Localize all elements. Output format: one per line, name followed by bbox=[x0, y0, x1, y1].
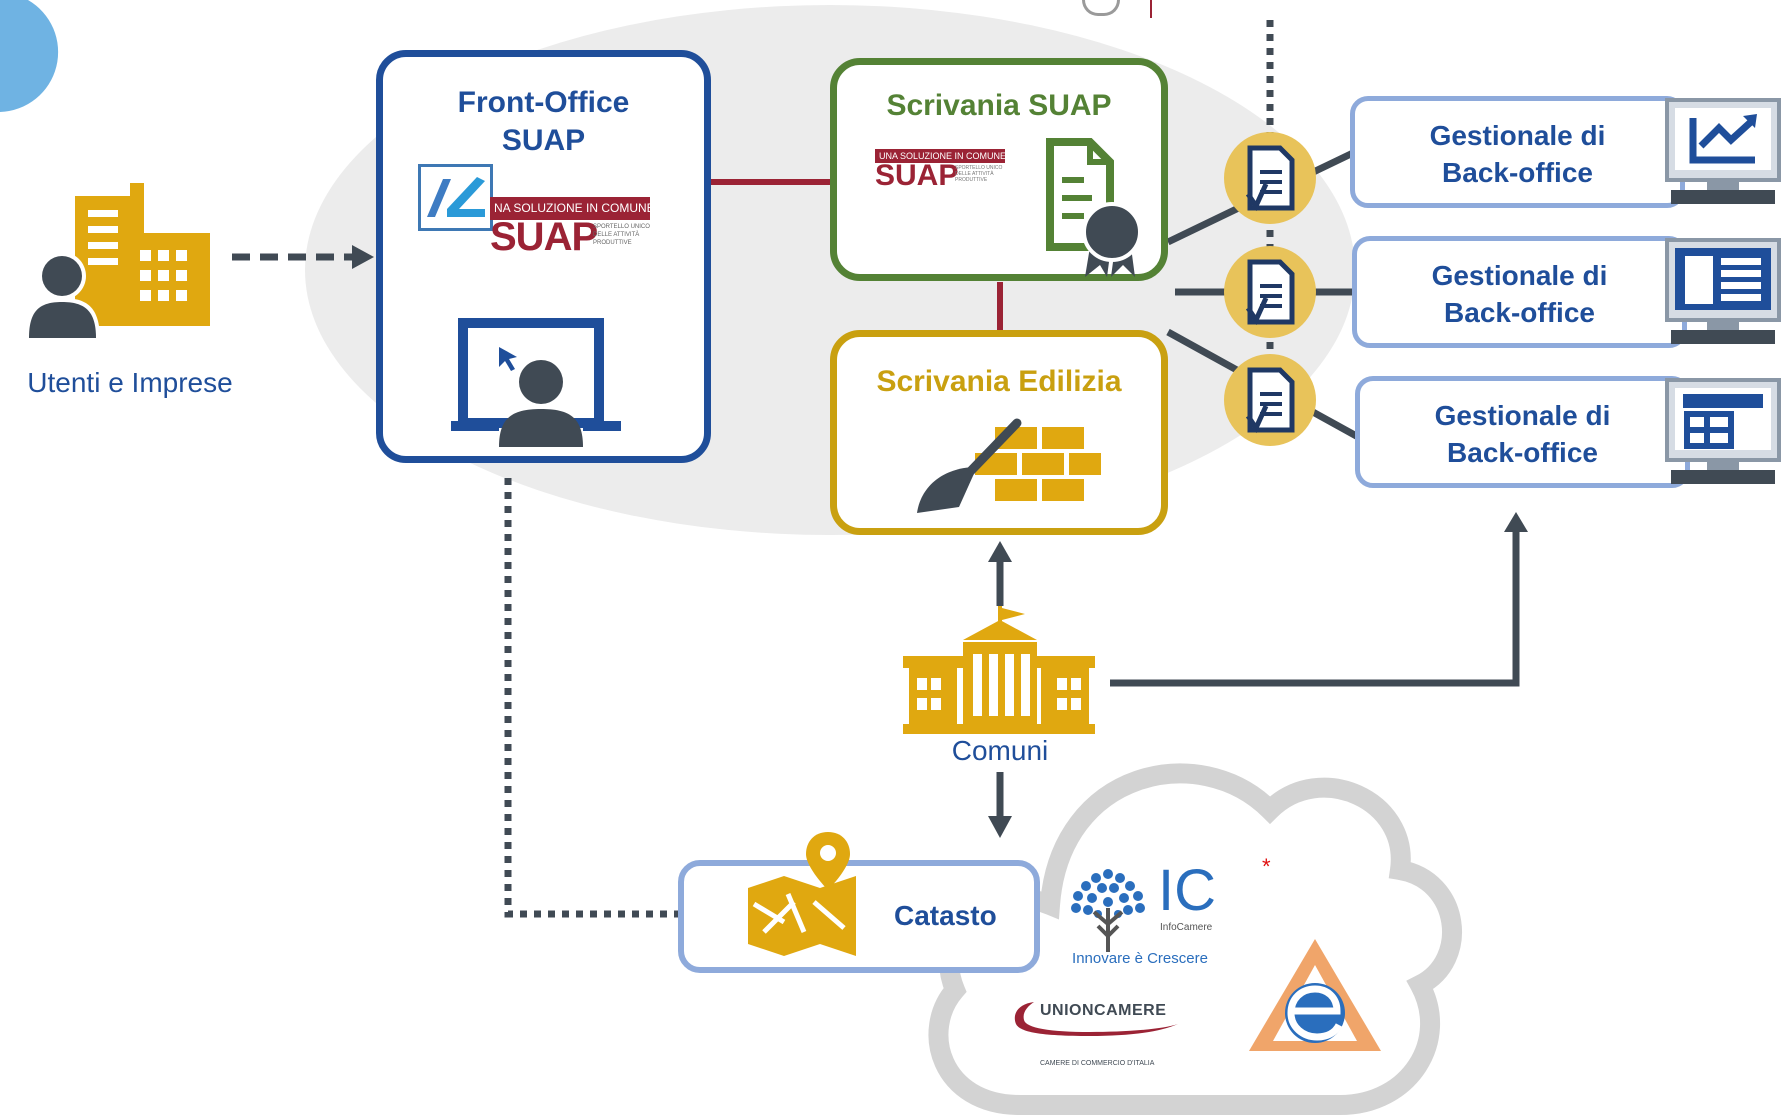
signed-document-icon bbox=[1224, 132, 1316, 224]
town-hall-icon bbox=[903, 606, 1095, 734]
document-monitor-icon bbox=[1665, 238, 1781, 344]
agenzia-entrate-logo-icon bbox=[1249, 939, 1381, 1051]
back-office-2-line2: Back-office bbox=[1444, 297, 1595, 328]
certificate-document-icon bbox=[1046, 138, 1142, 277]
comuni-label: Comuni bbox=[951, 735, 1049, 766]
scrivania-suap-logo-text: SUAP bbox=[875, 159, 959, 192]
front-office-title-line1: Front-Office bbox=[457, 86, 630, 119]
asterisk-mark: * bbox=[1262, 854, 1271, 879]
scrivania-edilizia-box[interactable]: Scrivania Edilizia bbox=[830, 330, 1168, 535]
front-office-box[interactable]: Front-Office SUAP NA SOLUZIONE IN COMUNE… bbox=[376, 50, 711, 463]
suap-logo-subtext: SPORTELLO UNICO DELLE ATTIVITÀ PRODUTTIV… bbox=[593, 224, 650, 246]
suap-logo-text: SUAP bbox=[490, 215, 598, 259]
infocamere-mark: IC bbox=[1158, 858, 1216, 923]
infocamere-tree-icon bbox=[1071, 869, 1145, 952]
table-monitor-icon bbox=[1665, 378, 1781, 484]
unioncamere-name: UNIONCAMERE bbox=[1040, 1002, 1167, 1019]
signed-document-icon bbox=[1224, 354, 1316, 446]
scrivania-suap-title: Scrivania SUAP bbox=[886, 89, 1112, 122]
trowel-bricks-icon bbox=[917, 418, 1101, 513]
catasto-box[interactable]: Catasto bbox=[678, 832, 1040, 973]
corner-decoration bbox=[0, 0, 59, 112]
arrowhead bbox=[1504, 512, 1528, 532]
crest-divider bbox=[1150, 0, 1152, 18]
suap-logo-tagline: NA SOLUZIONE IN COMUNE bbox=[490, 197, 655, 220]
frontoffice-to-catasto-dotted bbox=[504, 478, 678, 918]
user-screen-icon bbox=[451, 318, 621, 447]
scrivania-suap-logo-tagline: UNA SOLUZIONE IN COMUNE bbox=[875, 149, 1005, 163]
catasto-title: Catasto bbox=[894, 900, 997, 931]
infocamere-slogan: Innovare è Crescere bbox=[1072, 950, 1208, 967]
chart-monitor-icon bbox=[1665, 98, 1781, 204]
front-office-title-line2: SUAP bbox=[501, 124, 586, 157]
scrivania-suap-logo-subtext: SPORTELLO UNICO DELLE ATTIVITÀ PRODUTTIV… bbox=[955, 165, 1003, 183]
comuni-to-backoffice-arrow bbox=[1110, 530, 1520, 687]
arrowhead bbox=[352, 245, 374, 269]
scrivania-suap-box[interactable]: Scrivania SUAP UNA SOLUZIONE IN COMUNE S… bbox=[830, 58, 1168, 281]
map-pin-icon bbox=[748, 832, 856, 956]
comune-logo-icon bbox=[418, 164, 493, 231]
users-companies-icon bbox=[25, 183, 210, 340]
back-office-1-line1: Gestionale di bbox=[1429, 120, 1606, 151]
back-office-box-2[interactable]: Gestionale di Back-office bbox=[1352, 236, 1687, 348]
infocamere-name: InfoCamere bbox=[1160, 922, 1213, 933]
arrowhead bbox=[988, 541, 1012, 562]
back-office-1-line2: Back-office bbox=[1442, 157, 1593, 188]
scrivania-edilizia-title: Scrivania Edilizia bbox=[876, 365, 1122, 398]
back-office-3-line1: Gestionale di bbox=[1434, 400, 1611, 431]
unioncamere-sub: CAMERE DI COMMERCIO D'ITALIA bbox=[1040, 1060, 1155, 1067]
back-office-2-line1: Gestionale di bbox=[1431, 260, 1608, 291]
signed-document-icon bbox=[1224, 246, 1316, 338]
back-office-box-3[interactable]: Gestionale di Back-office bbox=[1355, 376, 1690, 488]
users-label: Utenti e Imprese bbox=[27, 367, 233, 398]
back-office-3-line2: Back-office bbox=[1447, 437, 1598, 468]
back-office-box-1[interactable]: Gestionale di Back-office bbox=[1350, 96, 1685, 208]
arrowhead bbox=[988, 816, 1012, 838]
